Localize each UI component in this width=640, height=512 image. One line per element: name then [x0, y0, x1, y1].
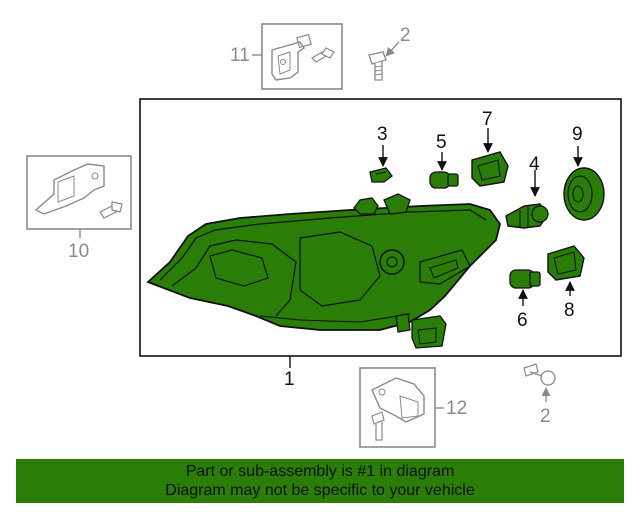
notice-line-2: Diagram may not be specific to your vehi… — [165, 482, 475, 499]
clip-part[interactable] — [369, 167, 393, 183]
callout-label-5: 5 — [436, 132, 447, 153]
socket-8-part[interactable] — [547, 245, 585, 281]
callout-label-12: 12 — [446, 398, 467, 419]
socket-7-part[interactable] — [471, 151, 509, 187]
callout-label-11: 11 — [230, 45, 250, 66]
headlight-housing[interactable] — [146, 193, 501, 349]
bracket-top-inset[interactable] — [261, 23, 343, 90]
callout-label-3: 3 — [377, 124, 388, 145]
callout-label-8: 8 — [564, 300, 575, 321]
callout-label-9: 9 — [572, 124, 583, 145]
dust-cap-9-part[interactable] — [563, 167, 605, 221]
bracket-left-inset[interactable] — [26, 155, 132, 230]
bulb-6-part[interactable] — [509, 269, 541, 289]
callout-label-2-top: 2 — [400, 25, 411, 46]
callout-label-1: 1 — [284, 369, 295, 390]
callout-label-10: 10 — [68, 241, 89, 262]
callout-2-top-arrow — [385, 41, 400, 57]
callout-label-4: 4 — [529, 154, 540, 175]
screw-top[interactable] — [368, 51, 387, 81]
callout-label-6: 6 — [517, 310, 528, 331]
bulb-socket-4-part[interactable] — [505, 203, 549, 229]
bracket-bottom-inset[interactable] — [359, 367, 436, 448]
callout-label-7: 7 — [482, 109, 493, 130]
callout-label-2-bottom: 2 — [540, 406, 551, 427]
assembly-frame — [139, 98, 622, 357]
screw-bottom[interactable] — [523, 363, 556, 386]
notice-banner: Part or sub-assembly is #1 in diagram Di… — [16, 459, 624, 503]
bulb-5-part[interactable] — [429, 171, 459, 189]
notice-line-1: Part or sub-assembly is #1 in diagram — [185, 463, 455, 480]
